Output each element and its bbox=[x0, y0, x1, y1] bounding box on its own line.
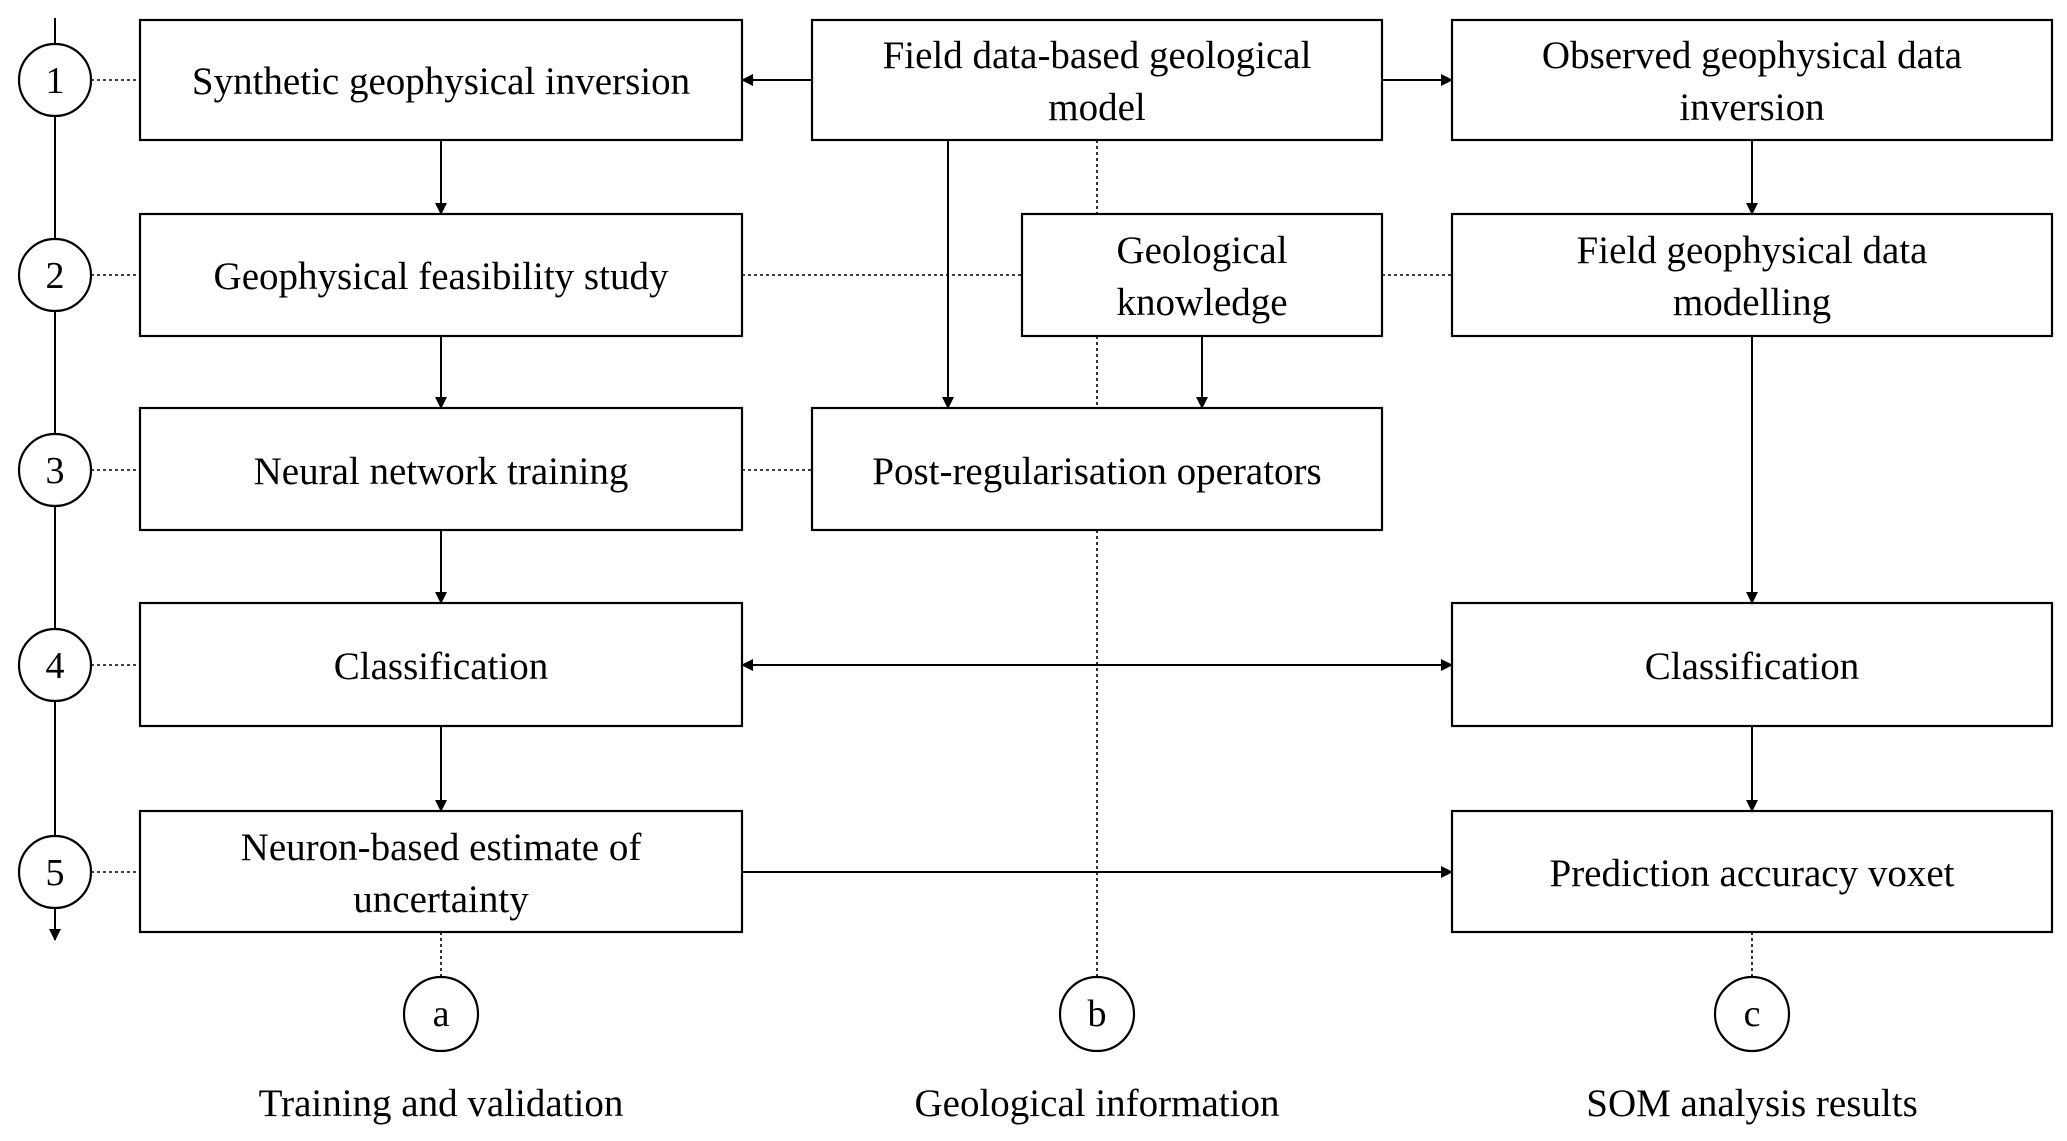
relation-lines bbox=[440, 140, 1753, 984]
box-field-modelling: Field geophysical data modelling bbox=[1450, 212, 2054, 338]
step-3-marker: 3 bbox=[17, 432, 93, 508]
step-4-marker: 4 bbox=[17, 627, 93, 703]
box-label: Geological bbox=[1116, 229, 1287, 272]
step-number: 4 bbox=[46, 645, 65, 687]
box-label: Field data-based geological bbox=[883, 34, 1312, 77]
box-feasibility-study: Geophysical feasibility study bbox=[138, 212, 744, 338]
flow-arrows bbox=[435, 74, 1758, 878]
box-label: knowledge bbox=[1116, 281, 1287, 324]
column-a-marker: a bbox=[402, 975, 480, 1053]
box-synthetic-inversion: Synthetic geophysical inversion bbox=[138, 18, 744, 142]
step-1-marker: 1 bbox=[17, 42, 93, 118]
box-classification-a: Classification bbox=[138, 601, 744, 728]
box-classification-c: Classification bbox=[1450, 601, 2054, 728]
step-connectors bbox=[91, 79, 140, 873]
box-label: inversion bbox=[1679, 86, 1824, 129]
box-prediction-voxet: Prediction accuracy voxet bbox=[1450, 809, 2054, 934]
column-tag: a bbox=[433, 993, 450, 1035]
box-label: Prediction accuracy voxet bbox=[1550, 852, 1955, 895]
box-field-geological-model: Field data-based geological model bbox=[810, 18, 1384, 142]
box-neuron-uncertainty: Neuron-based estimate of uncertainty bbox=[138, 809, 744, 934]
box-label: model bbox=[1048, 86, 1146, 129]
box-label: Post-regularisation operators bbox=[872, 450, 1321, 493]
box-nn-training: Neural network training bbox=[138, 406, 744, 532]
box-geological-knowledge: Geological knowledge bbox=[1020, 212, 1384, 338]
column-tag: b bbox=[1088, 993, 1107, 1035]
box-label: Classification bbox=[334, 645, 548, 688]
box-label: Classification bbox=[1645, 645, 1859, 688]
step-2-marker: 2 bbox=[17, 237, 93, 313]
step-number: 1 bbox=[46, 60, 65, 102]
step-number: 3 bbox=[46, 450, 65, 492]
step-number: 5 bbox=[46, 852, 65, 894]
step-5-marker: 5 bbox=[17, 834, 93, 910]
box-label: uncertainty bbox=[353, 878, 529, 921]
column-a-caption: Training and validation bbox=[259, 1082, 624, 1125]
column-b-marker: b bbox=[1058, 975, 1136, 1053]
column-c-marker: c bbox=[1713, 975, 1791, 1053]
box-label: Synthetic geophysical inversion bbox=[192, 60, 690, 103]
box-label: Neuron-based estimate of bbox=[241, 826, 642, 869]
box-observed-inversion: Observed geophysical data inversion bbox=[1450, 18, 2054, 142]
box-post-regularisation: Post-regularisation operators bbox=[810, 406, 1384, 532]
box-label: Geophysical feasibility study bbox=[214, 255, 669, 298]
box-label: Neural network training bbox=[254, 450, 629, 493]
step-number: 2 bbox=[46, 255, 65, 297]
box-label: Field geophysical data bbox=[1577, 229, 1928, 272]
column-tag: c bbox=[1744, 993, 1761, 1035]
box-label: Observed geophysical data bbox=[1542, 34, 1962, 77]
box-label: modelling bbox=[1673, 281, 1831, 324]
column-c-caption: SOM analysis results bbox=[1586, 1082, 1918, 1125]
column-b-caption: Geological information bbox=[915, 1082, 1280, 1125]
